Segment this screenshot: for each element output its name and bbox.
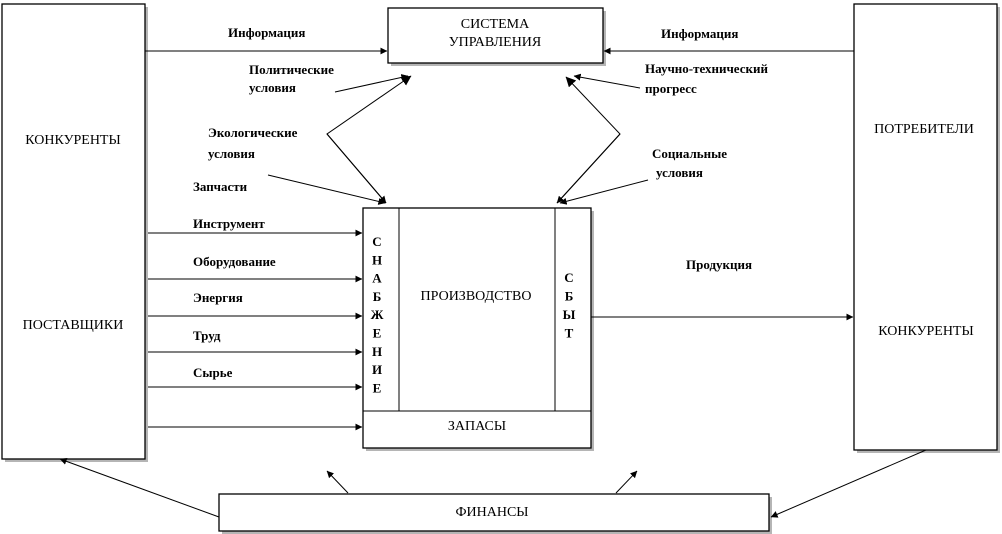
labor-label: Труд [193,328,221,343]
sales-letter: Б [565,289,574,304]
supply-letter: Н [372,344,382,359]
supply-letter: Е [373,326,382,341]
consumers-competitors-block: ПОТРЕБИТЕЛИ КОНКУРЕНТЫ [853,3,998,451]
consumers-to-finance-arrow [770,449,927,518]
social-arrow [559,179,649,205]
social-label-line-2: условия [656,165,703,180]
political-label-line-1: Политические [249,62,334,77]
left-diamond-arrow [326,75,412,204]
sales-letter: Ы [563,307,576,322]
supply-letter: Н [372,252,382,267]
scientific-label-line-1: Научно-технический [645,61,768,76]
raw-materials-label: Сырье [193,365,233,380]
consumers-label: ПОТРЕБИТЕЛИ [874,122,974,137]
competitors-left-label: КОНКУРЕНТЫ [25,133,120,148]
finance-to-suppliers-arrow [59,457,220,518]
products-label: Продукция [686,257,752,272]
production-label: ПРОИЗВОДСТВО [421,289,532,304]
scientific-label-line-2: прогресс [645,81,697,96]
stocks-label: ЗАПАСЫ [448,419,506,434]
left-diamond-down-arrow [326,133,387,204]
right-diamond-arrow [556,76,621,204]
finance-label: ФИНАНСЫ [455,505,528,520]
supply-letter: Ж [371,307,384,322]
competitors-right-label: КОНКУРЕНТЫ [878,324,973,339]
control-system-block: СИСТЕМА УПРАВЛЕНИЯ [387,7,604,64]
right-diamond-down-arrow [556,133,621,204]
competitors-suppliers-block: КОНКУРЕНТЫ ПОСТАВЩИКИ [1,3,146,460]
control-system-line-2: УПРАВЛЕНИЯ [449,35,542,50]
supply-letter: С [372,234,381,249]
equipment-label: Оборудование [193,254,276,269]
supply-letter: Б [373,289,382,304]
ecological-label-line-2: условия [208,146,255,161]
ecological-label-line-1: Экологические [208,125,298,140]
political-arrow [334,74,409,93]
supply-letter: И [372,362,382,377]
flow-labels: Информация Информация Политические услов… [193,25,768,380]
spare-parts-label: Запчасти [193,179,248,194]
finance-up-left-arrow [326,470,349,494]
supply-letter: А [372,271,382,286]
tools-label: Инструмент [193,216,265,231]
sales-letter: Т [565,326,574,341]
energy-label: Энергия [193,290,243,305]
info-right-label: Информация [661,26,738,41]
finance-block: ФИНАНСЫ [218,493,770,532]
ecological-arrow [267,174,386,205]
supply-letter: Е [373,380,382,395]
suppliers-label: ПОСТАВЩИКИ [23,318,124,333]
social-label-line-1: Социальные [652,146,727,161]
connector-arrows [59,47,927,518]
scientific-arrow [573,73,641,89]
control-system-line-1: СИСТЕМА [461,17,530,32]
sales-letter: С [564,270,573,285]
finance-up-right-arrow [615,470,638,494]
political-label-line-2: условия [249,80,296,95]
info-left-label: Информация [228,25,305,40]
